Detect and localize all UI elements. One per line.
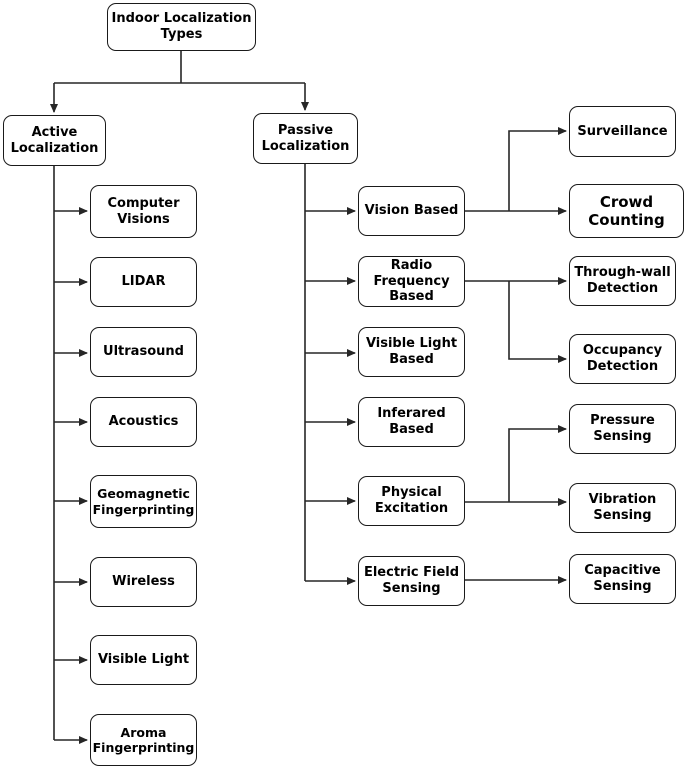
node-label: Pressure Sensing [590, 413, 655, 444]
node-radio-frequency-based: Radio Frequency Based [358, 256, 465, 307]
node-label: Vibration Sensing [588, 492, 657, 523]
node-root: Indoor Localization Types [107, 3, 256, 51]
node-wireless: Wireless [90, 557, 197, 607]
node-label: Visible Light Based [365, 336, 458, 367]
node-passive-localization: Passive Localization [253, 113, 358, 164]
node-acoustics: Acoustics [90, 397, 197, 447]
node-label: Surveillance [577, 123, 668, 139]
node-visible-light-based: Visible Light Based [358, 327, 465, 377]
node-label: Physical Excitation [374, 485, 449, 516]
node-label: Geomagnetic Fingerprinting [92, 486, 195, 517]
node-label: Occupancy Detection [582, 343, 663, 374]
node-label: Aroma Fingerprinting [92, 724, 195, 755]
node-label: Capacitive Sensing [584, 563, 661, 594]
node-crowd-counting: Crowd Counting [569, 184, 684, 238]
node-pressure-sensing: Pressure Sensing [569, 404, 676, 454]
node-electric-field-sensing: Electric Field Sensing [358, 556, 465, 606]
node-label: Acoustics [108, 414, 179, 430]
node-label: Through-wall Detection [574, 265, 671, 296]
node-geomagnetic-fingerprinting: Geomagnetic Fingerprinting [90, 475, 197, 528]
node-label: Indoor Localization Types [111, 11, 252, 42]
node-label: Passive Localization [261, 122, 350, 154]
node-ultrasound: Ultrasound [90, 327, 197, 377]
node-lidar: LIDAR [90, 257, 197, 307]
node-label: Electric Field Sensing [363, 565, 460, 596]
node-through-wall-detection: Through-wall Detection [569, 256, 676, 306]
edge-radio-frequency-based-to-occupancy-detection [508, 281, 567, 363]
node-active-localization: Active Localization [3, 115, 106, 166]
node-aroma-fingerprinting: Aroma Fingerprinting [90, 714, 197, 766]
node-label: Wireless [112, 574, 175, 590]
node-label: Inferared Based [377, 406, 446, 437]
edge-physical-excitation-to-pressure-sensing [508, 425, 567, 502]
node-label: Active Localization [10, 124, 99, 156]
node-vision-based: Vision Based [358, 186, 465, 236]
node-vibration-sensing: Vibration Sensing [569, 483, 676, 533]
node-label: Crowd Counting [588, 192, 665, 229]
edge-vision-based-to-surveillance [508, 127, 567, 211]
node-visible-light: Visible Light [90, 635, 197, 685]
node-computer-visions: Computer Visions [90, 185, 197, 238]
node-label: Computer Visions [107, 195, 180, 227]
node-occupancy-detection: Occupancy Detection [569, 334, 676, 384]
node-inferared-based: Inferared Based [358, 397, 465, 447]
node-physical-excitation: Physical Excitation [358, 476, 465, 526]
node-label: Radio Frequency Based [373, 257, 450, 305]
node-label: Ultrasound [103, 344, 184, 360]
node-label: LIDAR [121, 274, 166, 290]
node-capacitive-sensing: Capacitive Sensing [569, 554, 676, 604]
node-surveillance: Surveillance [569, 106, 676, 157]
node-label: Visible Light [97, 652, 190, 668]
node-label: Vision Based [364, 203, 459, 219]
